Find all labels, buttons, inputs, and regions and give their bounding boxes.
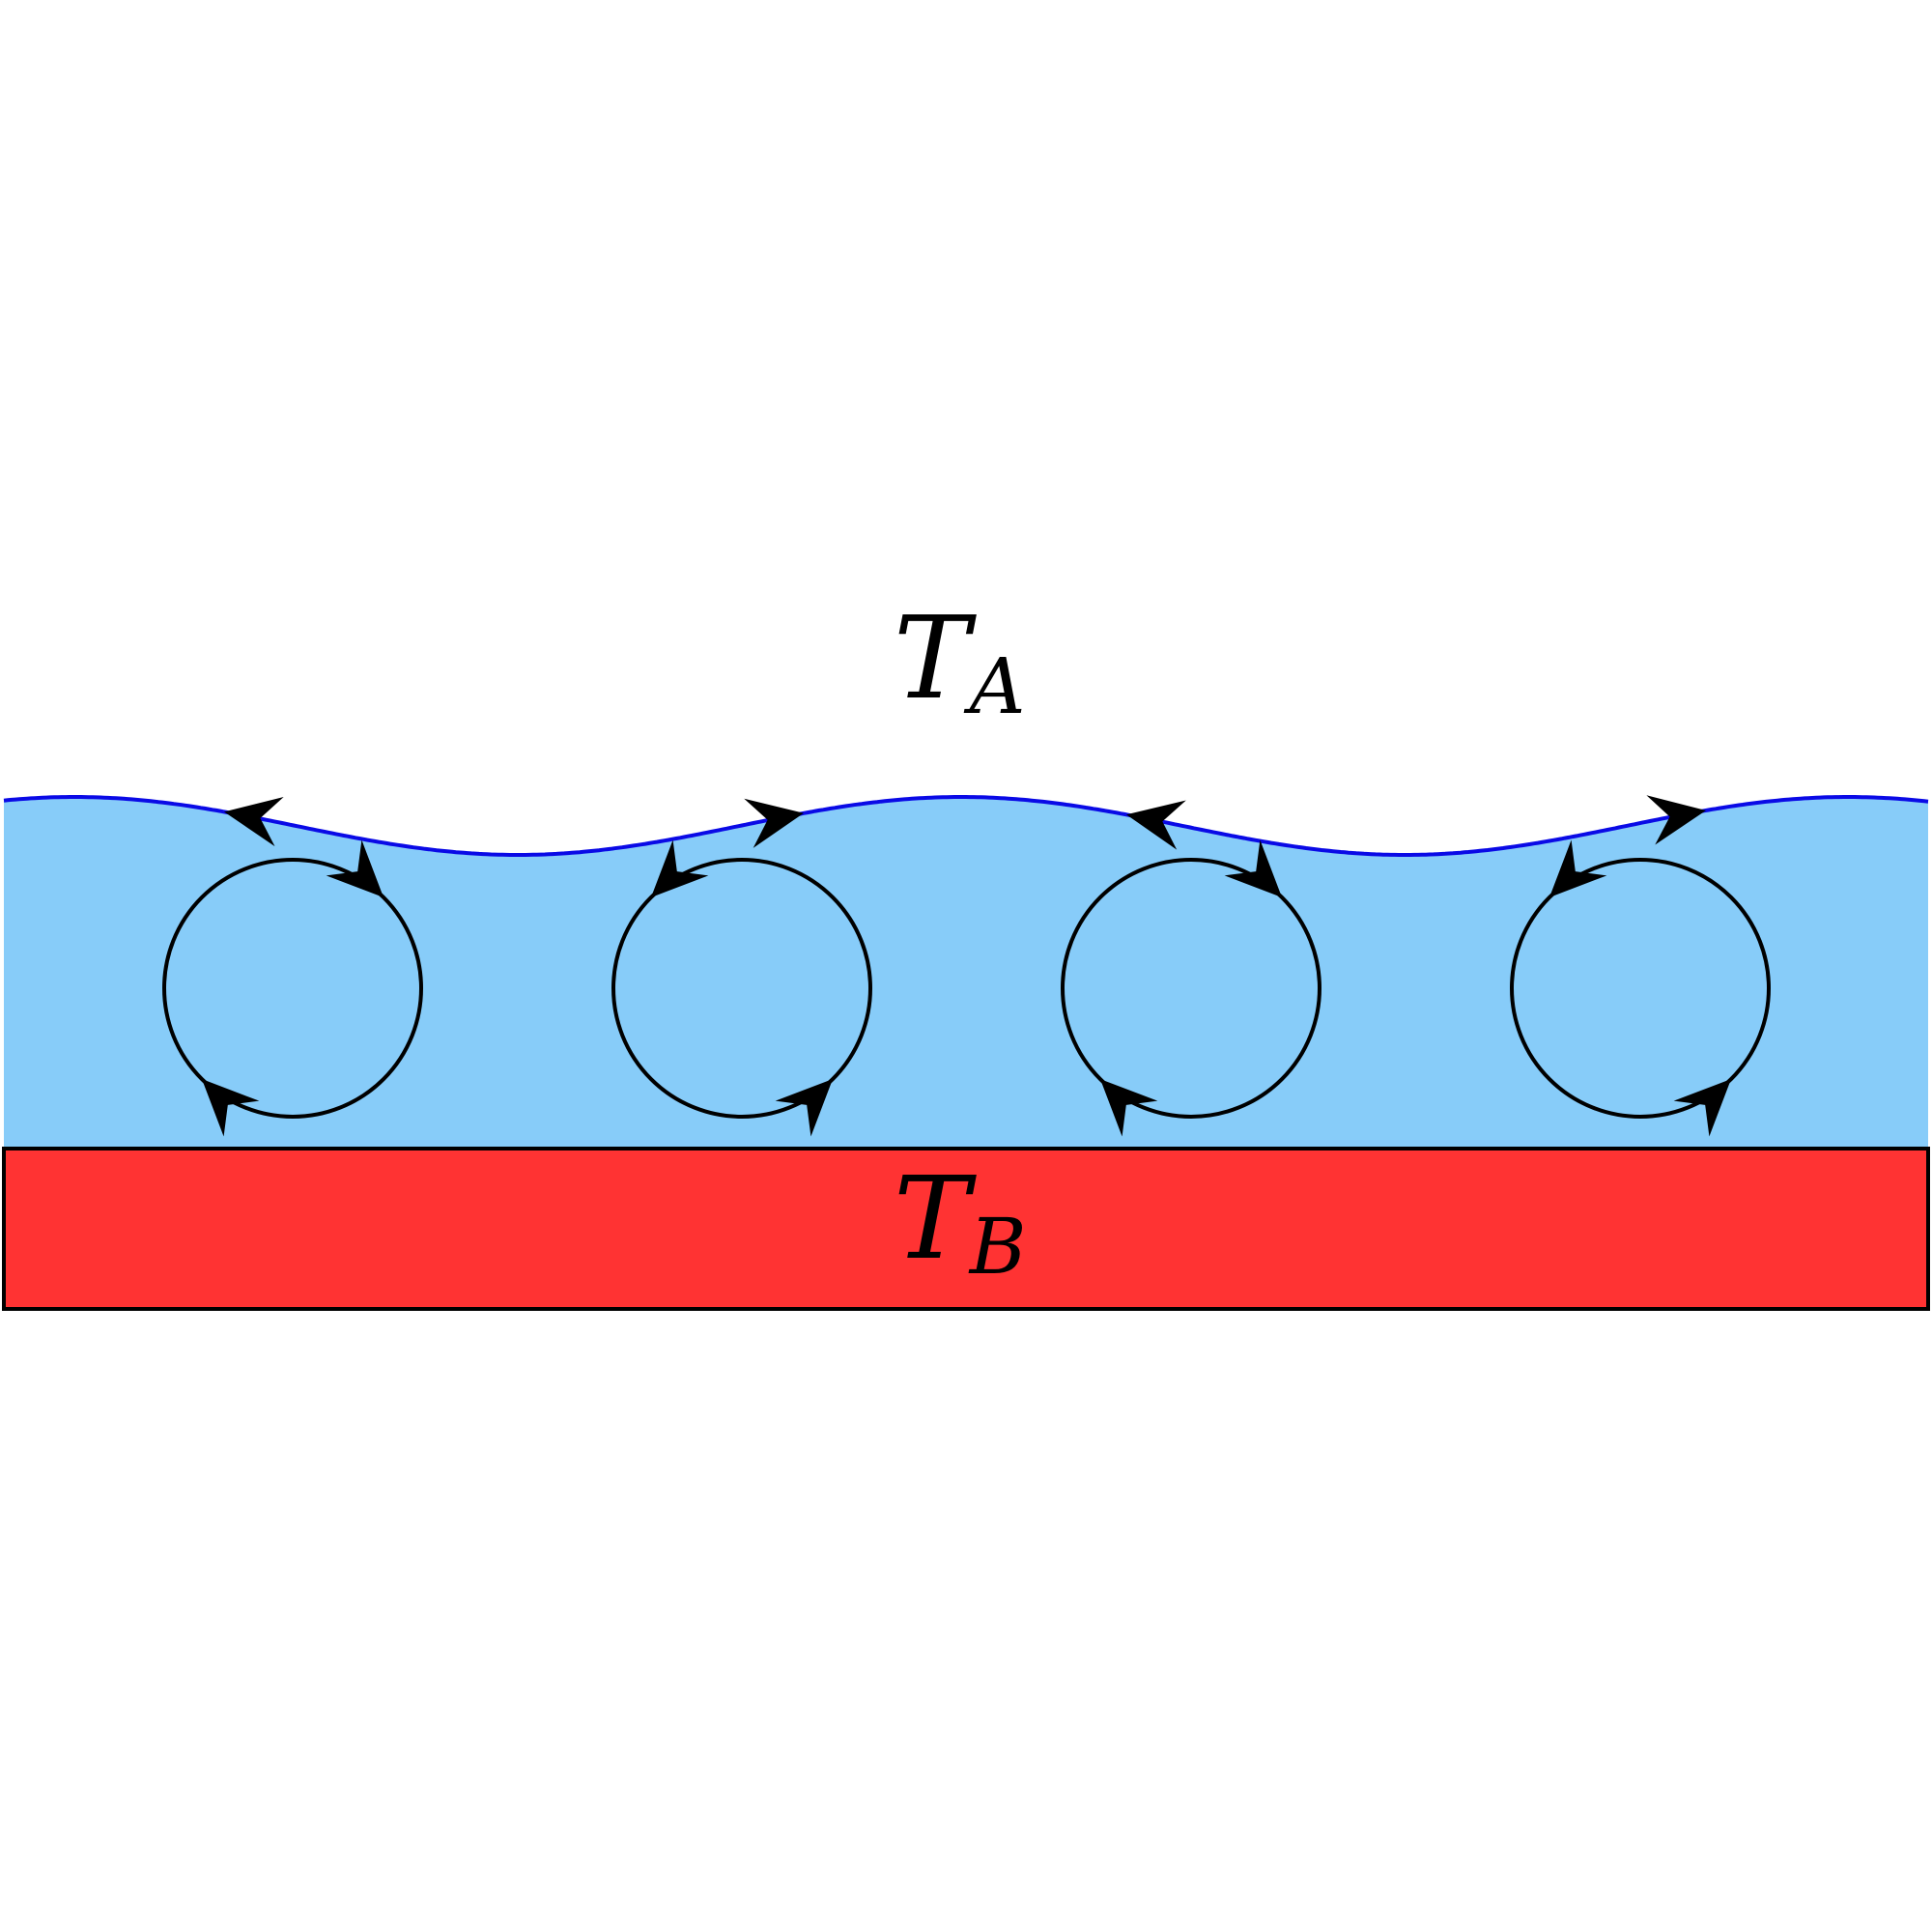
heated-bottom-plate <box>2 1147 1930 1311</box>
bottom-temperature-symbol: T <box>894 1151 977 1285</box>
cell-direction-arrow <box>201 1079 260 1137</box>
cell-direction-arrow <box>1548 839 1607 897</box>
convection-cell <box>611 839 872 1137</box>
convection-cell <box>1510 839 1771 1137</box>
surface-flow-arrow <box>224 796 284 847</box>
bottom-temperature-label: TB <box>894 1151 1027 1292</box>
surface-flow-arrow <box>744 798 804 848</box>
surface-flow-arrow <box>1126 800 1186 850</box>
cell-direction-arrow <box>650 839 709 897</box>
free-surface-line <box>3 795 1929 857</box>
surface-flow-arrows <box>224 795 1706 850</box>
top-temperature-symbol: T <box>894 591 977 724</box>
convection-cell <box>162 839 423 1137</box>
cell-circulation-loop <box>162 858 423 1119</box>
cell-direction-arrow <box>775 1079 834 1137</box>
cell-direction-arrow <box>1673 1079 1732 1137</box>
cell-circulation-loop <box>1061 858 1321 1119</box>
convection-cells <box>162 839 1771 1137</box>
convection-cell <box>1061 839 1321 1137</box>
cell-direction-arrow <box>1224 839 1283 897</box>
top-temperature-label: TA <box>894 591 1026 731</box>
top-temperature-subscript: A <box>963 641 1026 731</box>
fluid-layer <box>4 797 1928 1149</box>
cell-direction-arrow <box>326 839 384 897</box>
cell-circulation-loop <box>611 858 872 1119</box>
cell-circulation-loop <box>1510 858 1771 1119</box>
bottom-temperature-subscript: B <box>968 1202 1027 1292</box>
surface-flow-arrow <box>1646 795 1706 845</box>
cell-direction-arrow <box>1099 1079 1158 1137</box>
